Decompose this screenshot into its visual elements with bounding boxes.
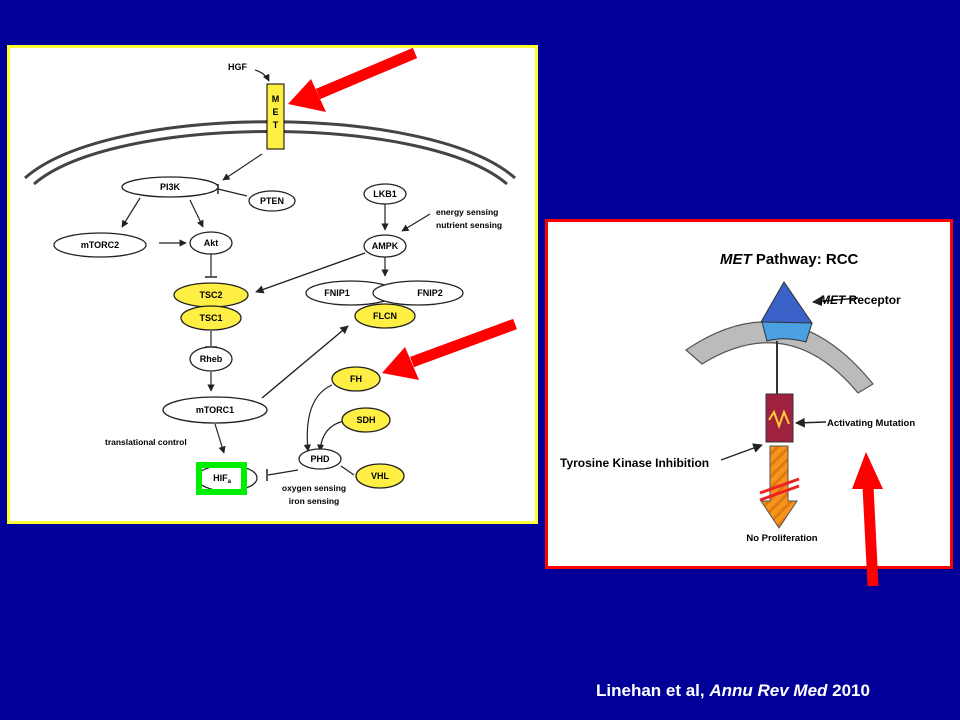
pathway-diagram-panel: HGF M E T PI3K PTEN LKB1 xyxy=(7,45,538,524)
block-mark-1 xyxy=(759,477,800,495)
pathway-diagram: HGF M E T PI3K PTEN LKB1 xyxy=(24,62,516,506)
pten-label: PTEN xyxy=(260,196,284,206)
mtorc1-label: mTORC1 xyxy=(196,405,234,415)
mtorc2-label: mTORC2 xyxy=(81,240,119,250)
hif-text: HIF xyxy=(213,473,228,483)
lkb1-label: LKB1 xyxy=(373,189,397,199)
met-receptor-label: MET Receptor xyxy=(820,293,901,307)
mtorc1-node xyxy=(162,396,268,424)
met-letter-t: T xyxy=(273,120,279,130)
met-letter-m: M xyxy=(272,94,280,104)
citation-authors: Linehan et al, xyxy=(596,681,710,700)
met-pathway-title: MET Pathway: RCC xyxy=(720,251,859,268)
mutation-zigzag xyxy=(768,409,790,429)
sdh-label: SDH xyxy=(356,415,375,425)
hgf-label: HGF xyxy=(228,62,248,72)
fh-label: FH xyxy=(350,374,362,384)
fh-node xyxy=(331,366,381,392)
vhl-node xyxy=(355,463,405,489)
met-pathway-diagram: MET Pathway: RCC MET Receptor Activating… xyxy=(560,251,915,544)
receptor-met: MET xyxy=(820,293,847,307)
red-arrow-met-shaft xyxy=(315,47,418,100)
fnip1-label: FNIP1 xyxy=(324,288,350,298)
red-arrow-met-head xyxy=(288,79,326,112)
akt-node xyxy=(189,231,233,255)
fnip2-label: FNIP2 xyxy=(417,288,443,298)
tsc1-label: TSC1 xyxy=(199,313,222,323)
ampk-node xyxy=(363,234,407,258)
tsc1-node xyxy=(180,305,242,331)
phd-label: PHD xyxy=(310,454,330,464)
sdh-node xyxy=(341,407,391,433)
translational-control-label: translational control xyxy=(105,437,187,447)
akt-label: Akt xyxy=(204,238,219,248)
pten-node xyxy=(248,190,296,212)
met-letter-e: E xyxy=(272,107,278,117)
oxygen-sensing-label: oxygen sensing xyxy=(282,483,346,493)
energy-sensing-label: energy sensing xyxy=(436,207,498,217)
no-proliferation-label: No Proliferation xyxy=(746,533,817,544)
hif-highlight-box xyxy=(196,462,247,495)
tki-label: Tyrosine Kinase Inhibition xyxy=(560,456,709,470)
mtorc2-node xyxy=(53,232,147,258)
lkb1-node xyxy=(363,183,407,205)
red-arrow-right-head xyxy=(852,452,883,489)
flcn-label: FLCN xyxy=(373,311,397,321)
block-mark-2 xyxy=(759,484,800,502)
red-arrow-right-shaft xyxy=(862,485,879,587)
citation-journal: Annu Rev Med xyxy=(709,681,828,700)
met-pathway-panel: MET Pathway: RCC MET Receptor Activating… xyxy=(545,219,953,569)
pi3k-node xyxy=(121,176,219,198)
ampk-label: AMPK xyxy=(372,241,399,251)
vhl-label: VHL xyxy=(371,471,390,481)
met-receptor xyxy=(266,83,285,150)
activating-mutation-label: Activating Mutation xyxy=(827,418,915,429)
rheb-label: Rheb xyxy=(200,354,223,364)
tsc2-label: TSC2 xyxy=(199,290,222,300)
title-rest: Pathway: RCC xyxy=(752,251,859,268)
rheb-node xyxy=(189,346,233,372)
flcn-node xyxy=(354,303,416,329)
citation-year: 2010 xyxy=(827,681,870,700)
fnip2-node xyxy=(372,280,464,306)
red-arrow-fh-shaft xyxy=(410,318,517,368)
membrane-arc xyxy=(685,321,874,394)
nutrient-sensing-label: nutrient sensing xyxy=(436,220,502,230)
iron-sensing-label: iron sensing xyxy=(289,496,340,506)
pi3k-label: PI3K xyxy=(160,182,181,192)
hif-label: HIFa xyxy=(213,473,232,485)
met-receptor-triangle xyxy=(760,281,813,324)
citation: Linehan et al, Annu Rev Med 2010 xyxy=(596,681,870,701)
phd-node xyxy=(298,448,342,470)
receptor-rest: Receptor xyxy=(845,293,901,307)
title-met: MET xyxy=(720,251,754,268)
hif-subscript: a xyxy=(228,479,232,485)
red-arrow-fh-head xyxy=(382,347,419,380)
